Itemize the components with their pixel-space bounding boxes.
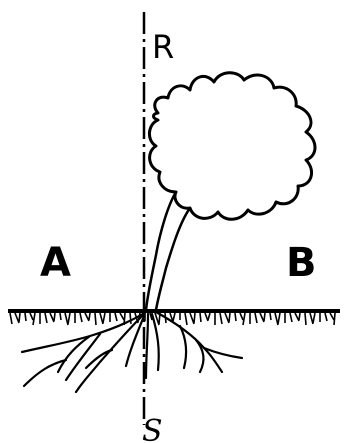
- hatch-mark: [25, 313, 26, 321]
- hatch-mark: [208, 313, 210, 320]
- ground-hatching: [10, 313, 335, 325]
- hatch-mark: [200, 313, 201, 322]
- hatch-mark: [235, 313, 236, 321]
- hatch-mark: [60, 313, 61, 320]
- region-label-b: B: [286, 240, 317, 286]
- hatch-mark: [334, 313, 335, 325]
- tree-roots: [22, 312, 242, 392]
- hatch-mark: [103, 313, 105, 323]
- hatch-mark: [270, 313, 271, 320]
- hatch-mark: [243, 313, 245, 325]
- hatch-mark: [220, 313, 222, 324]
- axis-label-r: R: [152, 28, 174, 66]
- hatch-mark: [120, 313, 124, 320]
- hatch-mark: [45, 313, 47, 323]
- hatch-mark: [115, 313, 117, 321]
- hatch-mark: [95, 313, 96, 325]
- axis-label-s: S: [142, 414, 163, 443]
- hatch-mark: [68, 313, 70, 324]
- hatch-mark: [330, 313, 334, 320]
- hatch-mark: [299, 313, 300, 320]
- hatch-mark: [194, 313, 195, 323]
- tree-trunk-right: [156, 208, 190, 310]
- hatch-mark: [325, 313, 327, 321]
- hatch-mark: [305, 313, 306, 325]
- hatch-mark: [10, 313, 12, 324]
- hatch-mark: [30, 313, 33, 320]
- hatch-mark: [264, 313, 265, 321]
- hatch-mark: [19, 313, 20, 322]
- hatch-mark: [54, 313, 55, 321]
- hatch-mark: [229, 313, 230, 322]
- hatch-mark: [80, 313, 82, 322]
- hatch-mark: [313, 313, 315, 323]
- hatch-mark: [173, 313, 175, 321]
- hatch-mark: [130, 313, 131, 324]
- hatch-mark: [33, 313, 35, 325]
- hatch-mark: [240, 313, 243, 320]
- region-label-a: A: [40, 240, 71, 286]
- hatch-mark: [185, 313, 187, 325]
- hatch-mark: [255, 313, 257, 323]
- hatch-mark: [278, 313, 280, 324]
- hatch-mark: [290, 313, 292, 322]
- hatch-mark: [89, 313, 90, 320]
